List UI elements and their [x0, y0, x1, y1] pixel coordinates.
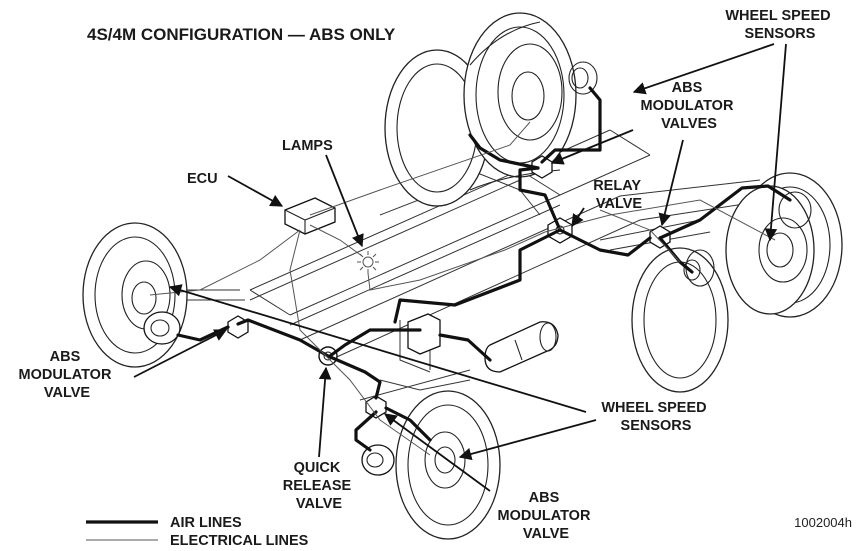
lamp-icon — [357, 251, 379, 273]
label-quick-release-valve: QUICK RELEASE VALVE — [283, 460, 356, 512]
wheel-front-bottom — [361, 390, 501, 540]
label-lamps: LAMPS — [282, 138, 333, 154]
label-abs-modulator-valves-top: ABS MODULATOR VALVES — [641, 80, 738, 132]
abs-modulator-valve-rear-top — [531, 155, 553, 179]
label-wheel-speed-sensors-top: WHEEL SPEED SENSORS — [725, 8, 834, 42]
air-tanks — [484, 321, 559, 373]
label-abs-modulator-valve-bottom: ABS MODULATOR VALVE — [498, 490, 595, 542]
label-ecu: ECU — [187, 171, 218, 187]
abs-modulator-valve-front-left — [227, 315, 249, 339]
wheel-front-left — [82, 222, 188, 368]
wheel-rear-top — [384, 12, 598, 207]
air-lines — [176, 86, 792, 452]
label-abs-modulator-valve-left: ABS MODULATOR VALVE — [19, 349, 116, 401]
leader-lines — [133, 43, 787, 492]
diagram-title: 4S/4M CONFIGURATION — ABS ONLY — [87, 25, 396, 44]
legend: AIR LINES ELECTRICAL LINES — [86, 515, 309, 549]
label-wheel-speed-sensors-bottom: WHEEL SPEED SENSORS — [601, 400, 710, 434]
legend-air-lines: AIR LINES — [170, 515, 242, 531]
legend-electrical-lines: ELECTRICAL LINES — [170, 533, 309, 549]
brake-valve-block — [407, 313, 441, 355]
label-relay-valve: RELAY VALVE — [593, 178, 645, 212]
figure-code: 1002004h — [794, 515, 852, 530]
ecu-box — [284, 197, 336, 235]
